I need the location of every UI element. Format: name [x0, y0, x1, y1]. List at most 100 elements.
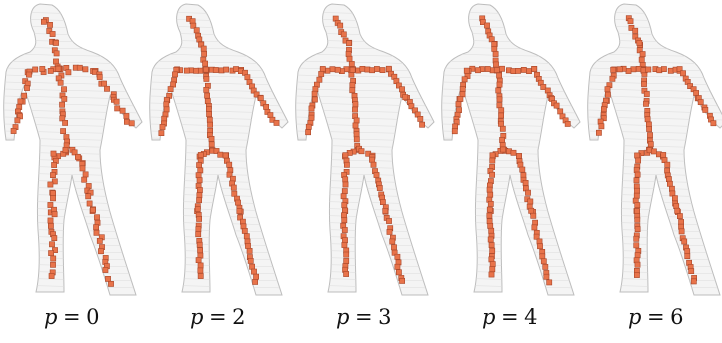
- mesh-wire: [587, 32, 722, 37]
- skeleton-node: [690, 278, 697, 285]
- skeleton-node: [479, 19, 486, 25]
- skeleton-node: [230, 184, 237, 191]
- skeleton-node: [644, 116, 651, 123]
- skeleton-node: [24, 85, 30, 91]
- skeleton-node: [374, 66, 380, 72]
- skeleton-node: [399, 277, 405, 284]
- skeleton-node: [515, 68, 521, 74]
- skeleton-node: [196, 187, 203, 193]
- skeleton-node: [96, 238, 103, 244]
- skeleton-node: [82, 66, 89, 73]
- skeleton-node: [634, 202, 641, 208]
- skeleton-node: [250, 87, 257, 94]
- skeleton-node: [53, 58, 59, 65]
- skeleton-node: [385, 65, 392, 72]
- skeleton-node: [212, 67, 219, 73]
- skeleton-node: [308, 114, 315, 121]
- skeleton-node: [82, 171, 89, 178]
- skeleton-node: [359, 66, 366, 72]
- skeleton-node: [86, 200, 93, 207]
- skeleton-node: [345, 51, 352, 57]
- mesh-wire: [149, 18, 287, 23]
- skeleton-node: [600, 115, 607, 122]
- skeleton-node: [394, 263, 401, 270]
- skeleton-node: [664, 167, 670, 174]
- skeleton-node: [638, 56, 645, 63]
- skeleton-node: [124, 118, 130, 125]
- skeleton-node: [493, 61, 499, 68]
- skeleton-node: [540, 258, 547, 265]
- skeleton-node: [10, 128, 17, 134]
- mesh-wire: [295, 186, 433, 191]
- skeleton-node: [21, 92, 27, 99]
- skeleton-node: [596, 129, 602, 136]
- skeleton-node: [677, 213, 683, 219]
- skeleton-node: [522, 180, 529, 186]
- skeleton-node: [342, 237, 348, 244]
- mesh-wire: [587, 74, 722, 79]
- skeleton-node: [484, 66, 491, 72]
- skeleton-node: [484, 22, 490, 29]
- skeleton-node: [348, 61, 355, 67]
- skeleton-node: [62, 147, 69, 153]
- skeleton-node: [48, 250, 54, 256]
- skeleton-node: [128, 120, 135, 127]
- mesh-wire: [149, 179, 287, 184]
- skeleton-node: [396, 269, 402, 276]
- skeleton-node: [634, 261, 641, 268]
- mesh-wire: [441, 32, 579, 37]
- skeleton-node: [489, 247, 496, 254]
- skeleton-node: [196, 197, 202, 204]
- skeleton-node: [247, 257, 254, 264]
- skeleton-node: [343, 251, 350, 258]
- skeleton-node: [702, 107, 709, 113]
- skeleton-node: [47, 181, 54, 188]
- skeleton-node: [539, 253, 546, 260]
- skeleton-node: [47, 223, 54, 229]
- skeleton-node: [681, 238, 688, 245]
- skeleton-node: [530, 212, 537, 219]
- mesh-wire: [295, 18, 433, 23]
- skeleton-node: [196, 162, 202, 168]
- skeleton-node: [498, 107, 505, 114]
- skeleton-node: [697, 99, 704, 105]
- mesh-wire: [149, 193, 287, 198]
- skeleton-node: [62, 120, 68, 126]
- skeleton-node: [104, 85, 110, 92]
- skeleton-node: [516, 153, 522, 159]
- skeleton-node: [489, 157, 496, 164]
- skeleton-node: [542, 263, 549, 270]
- skeleton-node: [108, 280, 114, 287]
- mesh-wire: [441, 11, 579, 16]
- mesh-wire: [587, 88, 722, 93]
- skeleton-node: [408, 103, 415, 110]
- skeleton-node: [564, 121, 571, 127]
- skeleton-node: [85, 193, 92, 200]
- mesh-wire: [587, 214, 722, 219]
- mesh-wire: [441, 179, 579, 184]
- skeleton-node: [342, 207, 348, 214]
- mesh-wire: [3, 214, 141, 219]
- skeleton-node: [51, 211, 58, 218]
- mesh-wire: [3, 221, 141, 226]
- skeleton-node: [50, 172, 56, 178]
- caption-value: 3: [378, 305, 392, 329]
- skeleton-node: [340, 31, 347, 38]
- skeleton-node: [633, 242, 640, 249]
- mesh-wire: [587, 207, 722, 212]
- caption-value: 2: [232, 305, 246, 329]
- skeleton-node: [105, 275, 111, 282]
- skeleton-node: [213, 148, 220, 154]
- panel-caption: p=4: [438, 305, 582, 329]
- skeleton-node: [463, 67, 470, 74]
- caption-operator: =: [62, 305, 82, 329]
- skeleton-node: [491, 45, 498, 52]
- skeleton-node: [49, 31, 56, 37]
- mesh-wire: [295, 193, 433, 198]
- skeleton-node: [251, 268, 257, 275]
- skeleton-node: [231, 190, 238, 197]
- skeleton-node: [352, 101, 359, 108]
- skeleton-node: [391, 244, 397, 251]
- skeleton-node: [200, 45, 207, 52]
- skeleton-node: [193, 67, 199, 74]
